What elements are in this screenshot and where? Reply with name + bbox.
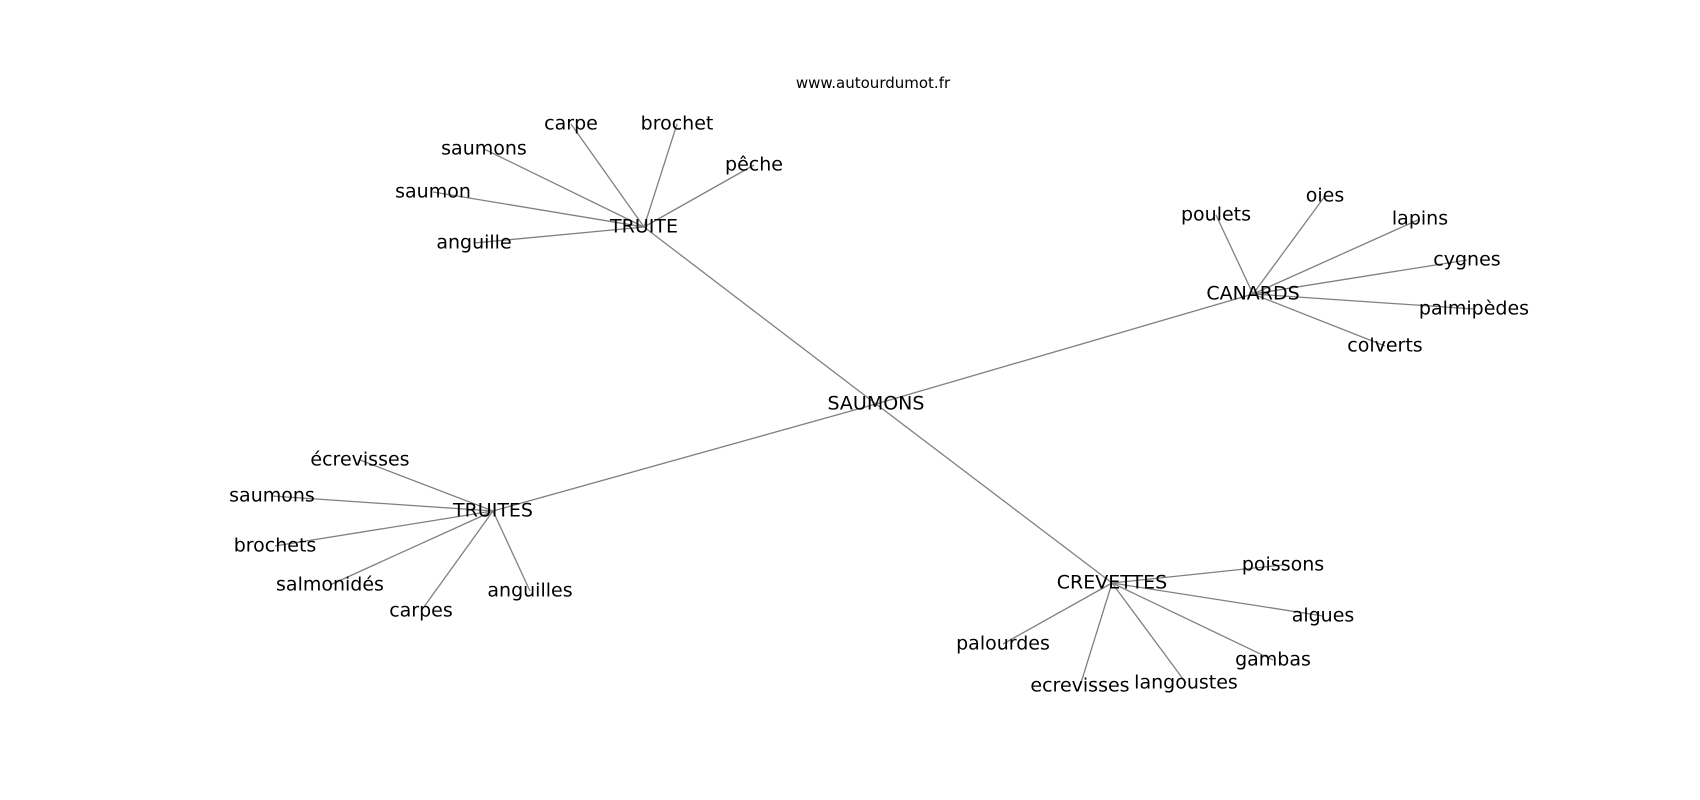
edge-truites-salmonides (329, 510, 494, 586)
source-watermark: www.autourdumot.fr (796, 74, 951, 92)
edge-canards-colverts (1252, 293, 1386, 347)
graph-nodes: SAUMONS TRUITE carpe brochet saumons pêche sau… (229, 113, 1529, 697)
edge-truites-saumons_ts (271, 495, 494, 512)
leaf-node-colverts[interactable]: colverts (1347, 335, 1422, 357)
edge-truites-brochets (274, 510, 494, 547)
leaf-node-brochets[interactable]: brochets (234, 535, 317, 557)
edge-truites-ecrevisses_t (359, 459, 494, 512)
root-node-saumons_root[interactable]: SAUMONS (828, 393, 925, 415)
edge-crevettes-langoustes (1111, 582, 1187, 684)
edge-crevettes-poissons (1111, 564, 1284, 584)
leaf-node-saumons_t[interactable]: saumons (441, 138, 527, 160)
leaf-node-langoustes[interactable]: langoustes (1134, 672, 1238, 694)
edge-saumons_root-truite (643, 226, 877, 405)
edge-truite-brochet (643, 123, 678, 228)
edge-canards-poulets (1215, 214, 1254, 295)
leaf-node-salmonides[interactable]: salmonidés (276, 574, 384, 596)
leaf-node-ecrevisses_t[interactable]: écrevisses (310, 449, 409, 471)
leaf-node-saumon[interactable]: saumon (395, 181, 471, 203)
edge-truite-anguille (473, 226, 645, 244)
leaf-node-ecrevisses_c[interactable]: ecrevisses (1030, 675, 1129, 697)
edge-crevettes-algues (1111, 582, 1324, 617)
leaf-node-oies[interactable]: oies (1306, 185, 1345, 207)
edge-truite-saumons_t (483, 148, 645, 228)
hub-node-truite[interactable]: TRUITE (609, 216, 678, 238)
leaf-node-gambas[interactable]: gambas (1235, 649, 1311, 671)
edge-truites-carpes (420, 510, 494, 612)
leaf-node-palmipedes[interactable]: palmipèdes (1419, 298, 1529, 320)
hub-node-truites[interactable]: TRUITES (452, 500, 533, 522)
edge-crevettes-palourdes (1002, 582, 1113, 645)
edge-truite-carpe (570, 123, 645, 228)
edge-saumons_root-crevettes (875, 403, 1113, 584)
edge-truites-anguilles (492, 510, 531, 592)
leaf-node-anguilles[interactable]: anguilles (487, 580, 572, 602)
edge-crevettes-gambas (1111, 582, 1274, 661)
leaf-node-palourdes[interactable]: palourdes (956, 633, 1050, 655)
edge-canards-palmipedes (1252, 293, 1475, 310)
edge-crevettes-ecrevisses_c (1079, 582, 1113, 687)
leaf-node-peche[interactable]: pêche (725, 154, 783, 176)
leaf-node-saumons_ts[interactable]: saumons (229, 485, 315, 507)
edge-canards-oies (1252, 195, 1326, 295)
leaf-node-anguille[interactable]: anguille (436, 232, 511, 254)
edge-canards-cygnes (1252, 259, 1468, 295)
hub-node-crevettes[interactable]: CREVETTES (1057, 572, 1167, 594)
hub-node-canards[interactable]: CANARDS (1206, 283, 1299, 305)
leaf-node-carpes[interactable]: carpes (389, 600, 453, 622)
leaf-node-algues[interactable]: algues (1292, 605, 1355, 627)
edge-saumons_root-truites (492, 403, 877, 512)
leaf-node-brochet[interactable]: brochet (641, 113, 714, 135)
leaf-node-poulets[interactable]: poulets (1181, 204, 1251, 226)
leaf-node-carpe[interactable]: carpe (544, 113, 598, 135)
graph-edges (271, 123, 1475, 687)
leaf-node-lapins[interactable]: lapins (1392, 208, 1448, 230)
leaf-node-poissons[interactable]: poissons (1242, 554, 1324, 576)
edge-canards-lapins (1252, 218, 1421, 295)
leaf-node-cygnes[interactable]: cygnes (1433, 249, 1500, 271)
edge-saumons_root-canards (875, 293, 1254, 405)
edge-truite-peche (643, 164, 755, 228)
edge-truite-saumon (432, 191, 645, 228)
